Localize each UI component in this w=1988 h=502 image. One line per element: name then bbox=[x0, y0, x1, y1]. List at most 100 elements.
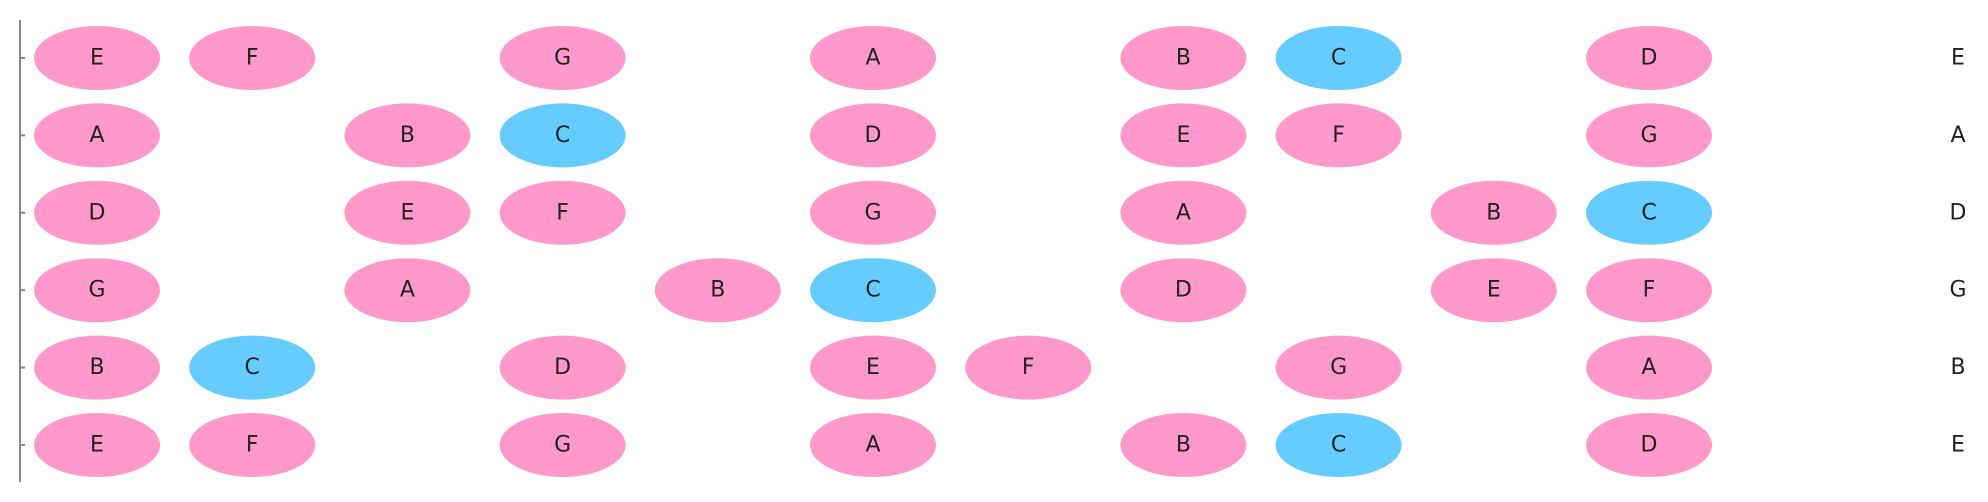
note-marker: G bbox=[499, 26, 626, 90]
note-label: D bbox=[1175, 278, 1192, 303]
note-ellipse bbox=[344, 180, 471, 245]
note-ellipse bbox=[1275, 413, 1402, 477]
note-marker: F bbox=[1586, 258, 1712, 323]
note-ellipse bbox=[810, 180, 936, 245]
string-name-label: G bbox=[1949, 278, 1966, 303]
note-ellipse bbox=[965, 335, 1092, 400]
note-ellipse bbox=[34, 180, 160, 245]
note-marker: B bbox=[654, 258, 781, 323]
note-label: E bbox=[90, 433, 104, 458]
note-ellipse bbox=[189, 413, 316, 477]
note-marker: C bbox=[1586, 180, 1712, 245]
note-ellipse bbox=[1430, 258, 1557, 323]
note-label: A bbox=[89, 123, 104, 148]
note-marker: D bbox=[810, 103, 936, 168]
note-marker: G bbox=[1586, 103, 1712, 168]
note-label: E bbox=[1176, 123, 1190, 148]
note-label: C bbox=[1331, 433, 1346, 458]
note-marker: D bbox=[1586, 413, 1712, 477]
note-marker: B bbox=[1120, 413, 1247, 477]
note-marker: B bbox=[344, 103, 471, 168]
string-name-label: E bbox=[1951, 46, 1965, 71]
note-marker: F bbox=[189, 413, 316, 477]
note-label: F bbox=[556, 200, 569, 225]
note-label: D bbox=[1641, 433, 1658, 458]
note-ellipse bbox=[810, 258, 936, 323]
note-ellipse bbox=[499, 180, 626, 245]
note-label: F bbox=[246, 46, 259, 71]
note-label: F bbox=[1643, 278, 1656, 303]
note-marker: F bbox=[1275, 103, 1402, 168]
note-ellipse bbox=[499, 413, 626, 477]
note-label: D bbox=[1641, 46, 1658, 71]
note-label: F bbox=[1022, 355, 1035, 380]
note-label: D bbox=[554, 355, 571, 380]
note-label: B bbox=[400, 123, 415, 148]
note-ellipse bbox=[1586, 258, 1712, 323]
note-marker: E bbox=[1120, 103, 1247, 168]
note-marker: E bbox=[1430, 258, 1557, 323]
note-ellipse bbox=[344, 103, 471, 168]
note-label: A bbox=[400, 278, 415, 303]
note-label: G bbox=[864, 200, 881, 225]
note-marker: E bbox=[34, 413, 160, 477]
note-marker: G bbox=[499, 413, 626, 477]
note-ellipse bbox=[34, 103, 160, 168]
string-name-label: B bbox=[1950, 355, 1965, 380]
note-ellipse bbox=[810, 413, 936, 477]
note-label: C bbox=[245, 355, 260, 380]
note-marker: G bbox=[34, 258, 160, 323]
note-label: G bbox=[554, 46, 571, 71]
note-ellipse bbox=[1586, 335, 1712, 400]
note-marker: B bbox=[34, 335, 160, 400]
note-ellipse bbox=[1120, 258, 1247, 323]
note-marker: G bbox=[810, 180, 936, 245]
note-marker: D bbox=[34, 180, 160, 245]
note-ellipse bbox=[810, 103, 936, 168]
note-marker: A bbox=[1120, 180, 1247, 245]
note-marker: E bbox=[34, 26, 160, 90]
note-marker: A bbox=[810, 26, 936, 90]
note-marker: A bbox=[34, 103, 160, 168]
note-marker: F bbox=[965, 335, 1092, 400]
note-label: B bbox=[89, 355, 104, 380]
note-marker: C bbox=[810, 258, 936, 323]
note-ellipse bbox=[344, 258, 471, 323]
note-ellipse bbox=[189, 26, 316, 90]
note-label: G bbox=[88, 278, 105, 303]
note-marker: C bbox=[1275, 413, 1402, 477]
note-ellipse bbox=[1275, 103, 1402, 168]
note-ellipse bbox=[1120, 413, 1247, 477]
note-label: F bbox=[246, 433, 259, 458]
note-ellipse bbox=[1586, 26, 1712, 90]
note-ellipse bbox=[499, 26, 626, 90]
note-marker: C bbox=[1275, 26, 1402, 90]
note-label: G bbox=[1640, 123, 1657, 148]
note-ellipse bbox=[189, 335, 316, 400]
note-label: F bbox=[1332, 123, 1345, 148]
note-ellipse bbox=[1586, 103, 1712, 168]
note-label: C bbox=[555, 123, 570, 148]
note-ellipse bbox=[34, 258, 160, 323]
note-ellipse bbox=[1586, 413, 1712, 477]
note-marker: B bbox=[1430, 180, 1557, 245]
note-ellipse bbox=[1120, 180, 1247, 245]
note-marker: A bbox=[1586, 335, 1712, 400]
note-marker: D bbox=[499, 335, 626, 400]
note-marker: A bbox=[810, 413, 936, 477]
note-label: B bbox=[710, 278, 725, 303]
note-label: E bbox=[866, 355, 880, 380]
note-label: B bbox=[1486, 200, 1501, 225]
note-label: C bbox=[1641, 200, 1656, 225]
note-marker: D bbox=[1586, 26, 1712, 90]
note-marker: G bbox=[1275, 335, 1402, 400]
note-label: A bbox=[865, 46, 880, 71]
note-marker: B bbox=[1120, 26, 1247, 90]
note-ellipse bbox=[654, 258, 781, 323]
note-label: C bbox=[1331, 46, 1346, 71]
note-label: C bbox=[865, 278, 880, 303]
string-name-label: E bbox=[1951, 433, 1965, 458]
note-ellipse bbox=[499, 335, 626, 400]
